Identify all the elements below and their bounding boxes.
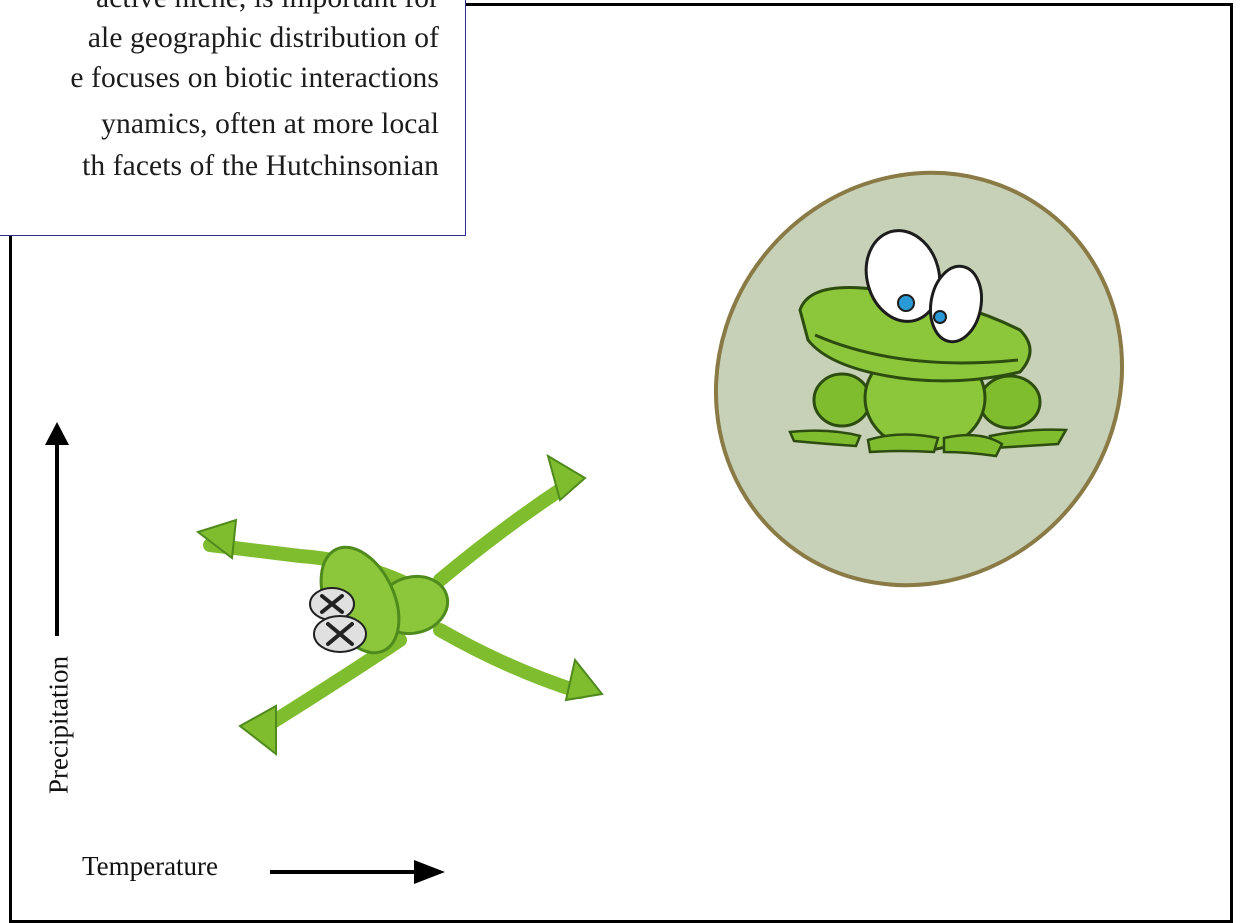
x-axis-label: Temperature xyxy=(82,851,218,882)
y-axis-label: Precipitation xyxy=(44,656,75,794)
text-line-3: e focuses on biotic interactions xyxy=(70,62,439,95)
text-line-1: active niche, is important for xyxy=(96,0,439,15)
text-line-5: th facets of the Hutchinsonian xyxy=(82,150,439,183)
text-line-2: ale geographic distribution of xyxy=(88,22,439,55)
text-excerpt-box: active niche, is important for ale geogr… xyxy=(0,0,466,236)
text-line-4: ynamics, often at more local xyxy=(101,108,439,141)
dead-frog-icon xyxy=(198,456,602,754)
y-axis-arrow xyxy=(45,422,69,636)
x-axis-arrow xyxy=(270,860,445,884)
